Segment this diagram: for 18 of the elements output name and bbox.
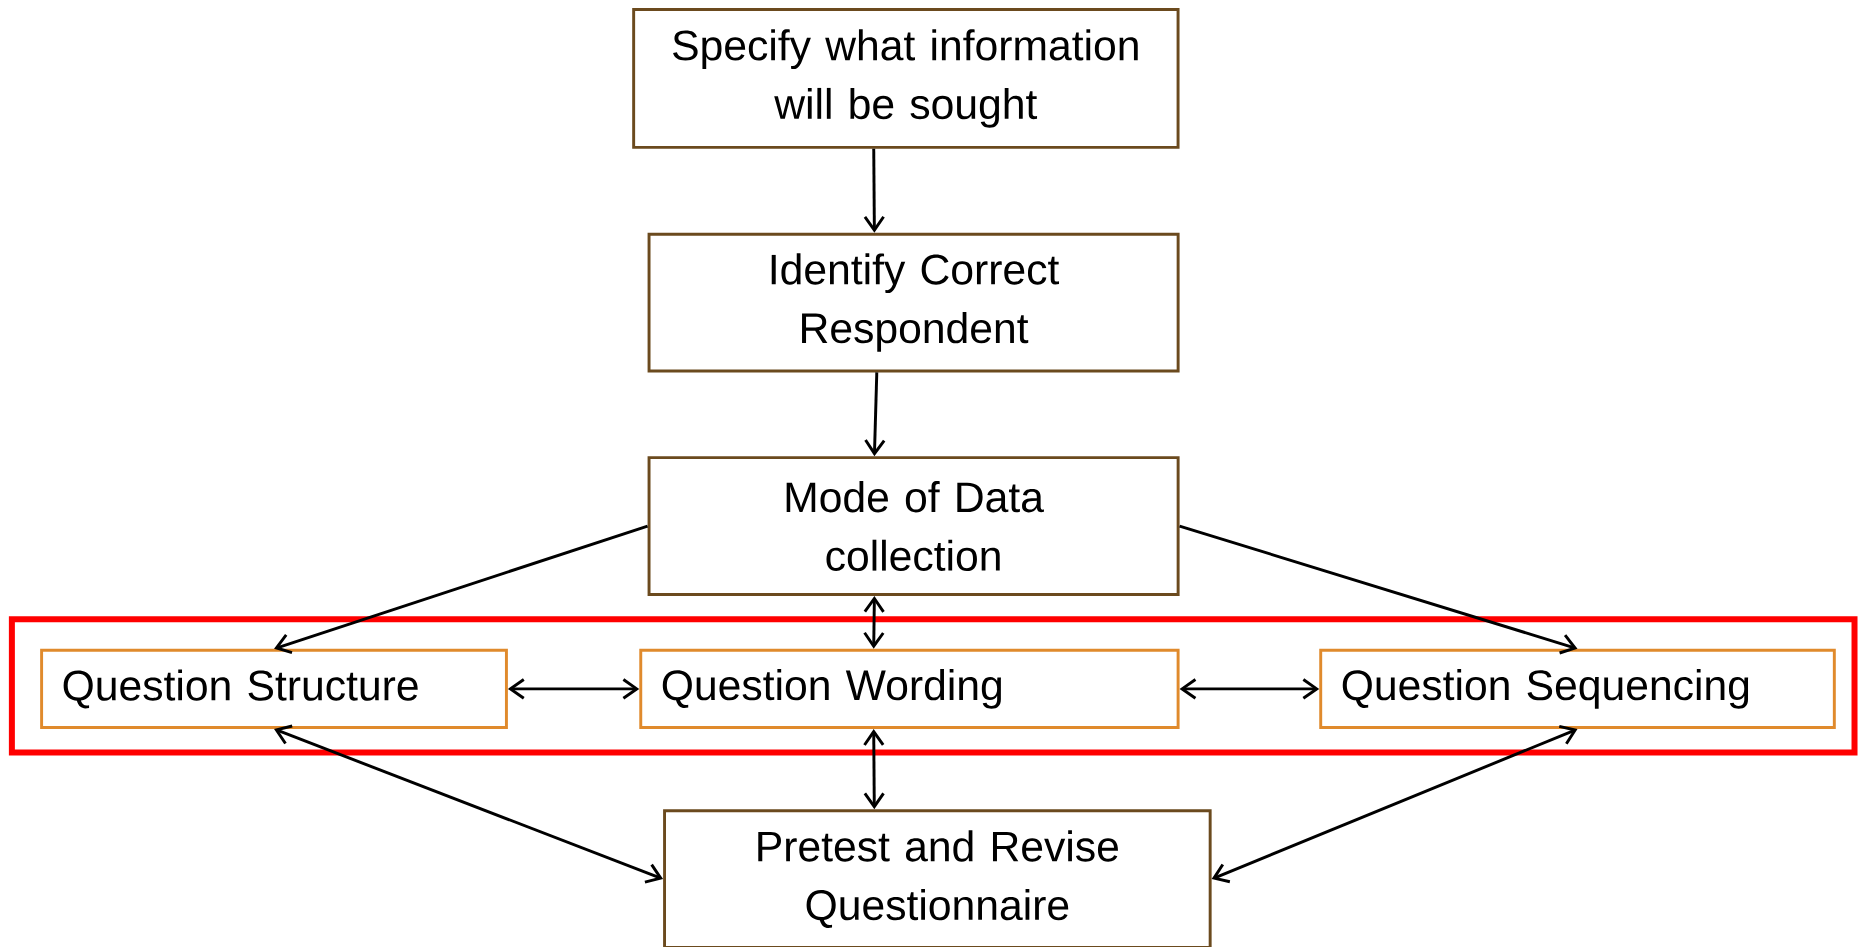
frame-box (8, 616, 1858, 756)
arrow (274, 524, 649, 654)
process-box: Specify what information will be sought (632, 7, 1180, 149)
arrow (863, 728, 885, 810)
arrow (863, 148, 885, 233)
process-box: Pretest and Revise Questionnaire (663, 809, 1212, 947)
arrow (274, 724, 664, 884)
arrow (1179, 524, 1578, 655)
arrow (863, 595, 885, 649)
arrow (1211, 724, 1578, 883)
question-box: Question Wording (639, 648, 1180, 729)
arrow (507, 678, 640, 700)
process-box: Identify Correct Respondent (647, 232, 1180, 373)
arrow (864, 372, 886, 456)
question-box: Question Structure (40, 648, 508, 729)
arrow (1179, 678, 1320, 700)
process-box: Mode of Data collection (647, 455, 1180, 596)
question-box: Question Sequencing (1319, 648, 1836, 729)
